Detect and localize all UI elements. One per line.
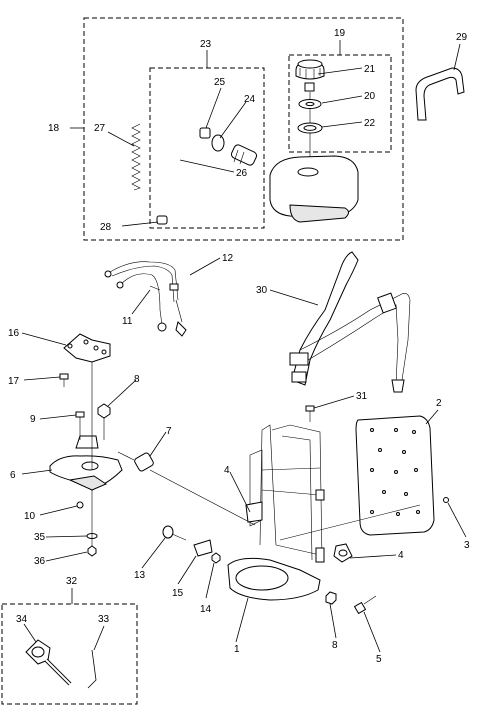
label-8-upper: 8 bbox=[134, 374, 140, 385]
label-35: 35 bbox=[34, 532, 46, 543]
clip-13 bbox=[162, 525, 187, 541]
frame-1 bbox=[227, 424, 325, 601]
hose-clip-25 bbox=[199, 127, 211, 139]
fitting-7 bbox=[117, 451, 154, 472]
label-27: 27 bbox=[94, 123, 106, 134]
label-6: 6 bbox=[10, 470, 16, 481]
handle-29 bbox=[415, 67, 465, 121]
label-1: 1 bbox=[234, 644, 240, 655]
label-11: 11 bbox=[122, 316, 133, 327]
bolt-5 bbox=[353, 595, 377, 615]
nut-8-upper bbox=[97, 403, 111, 419]
shoulder-harness-30 bbox=[289, 251, 411, 393]
bracket-4-left bbox=[245, 501, 263, 523]
fuel-hose-26 bbox=[158, 122, 202, 216]
label-24: 24 bbox=[244, 94, 256, 105]
label-18: 18 bbox=[48, 123, 60, 134]
nut-36 bbox=[87, 545, 97, 557]
fuel-filter bbox=[230, 144, 258, 166]
plate-16 bbox=[63, 333, 111, 363]
wire-harness bbox=[104, 261, 187, 337]
label-32: 32 bbox=[66, 576, 78, 587]
label-5: 5 bbox=[376, 654, 382, 665]
label-14: 14 bbox=[200, 604, 212, 615]
bracket-15 bbox=[193, 539, 213, 557]
nut-10 bbox=[76, 501, 84, 509]
label-8-lower: 8 bbox=[332, 640, 338, 651]
strainer-21 bbox=[304, 82, 315, 92]
label-20: 20 bbox=[364, 91, 376, 102]
label-16: 16 bbox=[8, 328, 20, 339]
label-10: 10 bbox=[24, 511, 36, 522]
bolt-31 bbox=[305, 405, 315, 422]
bracket-4-right bbox=[333, 543, 353, 563]
label-2: 2 bbox=[436, 398, 442, 409]
label-31: 31 bbox=[356, 391, 368, 402]
group-box-32 bbox=[1, 603, 138, 705]
label-15: 15 bbox=[172, 588, 184, 599]
washer-20 bbox=[298, 99, 322, 109]
label-30: 30 bbox=[256, 285, 268, 296]
fitting-28 bbox=[156, 215, 168, 225]
label-36: 36 bbox=[34, 556, 46, 567]
grommet-24 bbox=[211, 134, 225, 152]
label-22: 22 bbox=[364, 118, 376, 129]
nut-14 bbox=[211, 552, 221, 564]
label-21: 21 bbox=[364, 64, 376, 75]
label-26: 26 bbox=[236, 168, 248, 179]
label-7: 7 bbox=[166, 426, 172, 437]
fuel-cap-21 bbox=[295, 59, 325, 80]
label-23: 23 bbox=[200, 39, 212, 50]
part-labels: 18 19 23 21 20 22 25 24 26 27 28 29 12 1… bbox=[8, 28, 470, 665]
gasket-22 bbox=[297, 122, 323, 134]
screw-3 bbox=[443, 497, 449, 503]
label-34: 34 bbox=[16, 614, 28, 625]
wrench-34 bbox=[25, 639, 72, 686]
label-29: 29 bbox=[456, 32, 468, 43]
hex-key-33 bbox=[87, 649, 97, 689]
label-4-right: 4 bbox=[398, 550, 404, 561]
label-12: 12 bbox=[222, 253, 234, 264]
leader-lines bbox=[21, 40, 467, 653]
label-19: 19 bbox=[334, 28, 346, 39]
fuel-tank bbox=[269, 155, 359, 223]
label-33: 33 bbox=[98, 614, 110, 625]
group-box-18 bbox=[83, 17, 404, 241]
bolt-9 bbox=[75, 411, 85, 440]
back-pad-2 bbox=[355, 415, 435, 536]
spring-27 bbox=[131, 123, 141, 191]
label-3: 3 bbox=[464, 540, 470, 551]
label-28: 28 bbox=[100, 222, 112, 233]
bolt-17 bbox=[59, 373, 69, 387]
label-17: 17 bbox=[8, 376, 20, 387]
label-4-left: 4 bbox=[224, 465, 230, 476]
label-13: 13 bbox=[134, 570, 146, 581]
label-25: 25 bbox=[214, 77, 226, 88]
label-9: 9 bbox=[30, 414, 36, 425]
swivel-base-6 bbox=[49, 435, 123, 491]
nut-8-lower bbox=[325, 591, 337, 605]
